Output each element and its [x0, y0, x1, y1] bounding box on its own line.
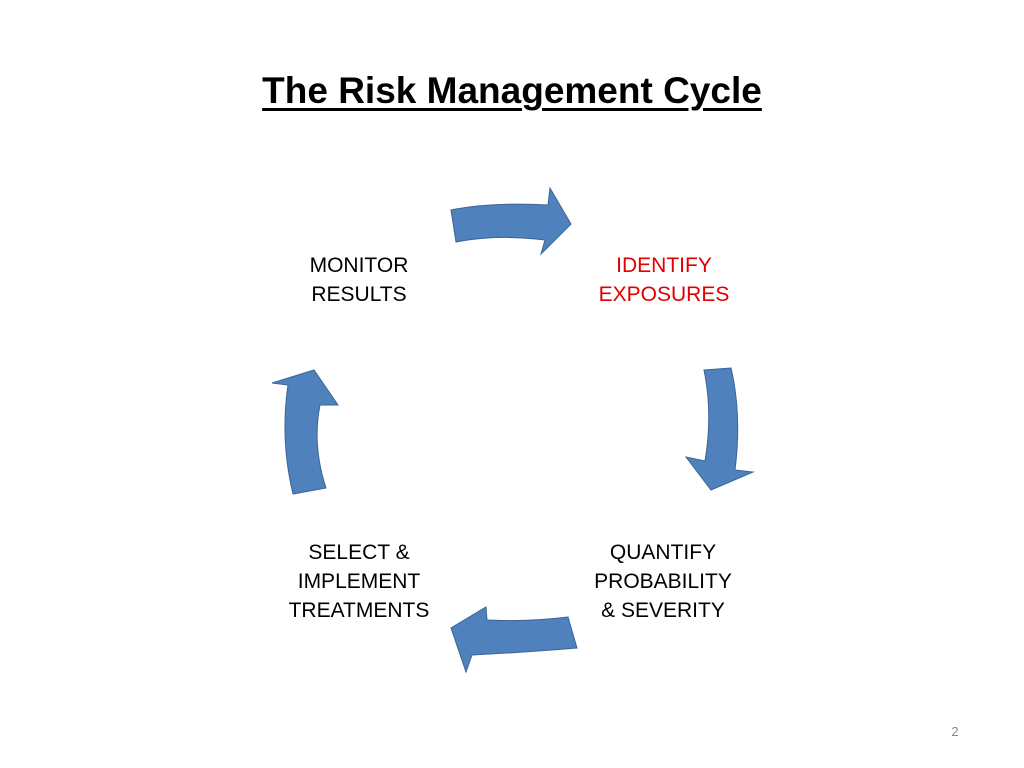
- step-label-line: IDENTIFY: [616, 254, 712, 277]
- arrow-to-monitor: [271, 369, 339, 495]
- step-label-line: QUANTIFY: [609, 541, 717, 564]
- arrow-to-quantify: [684, 367, 755, 491]
- step-label-line: RESULTS: [311, 283, 407, 306]
- arrow-to-identify: [450, 186, 572, 256]
- step-identify-exposures: IDENTIFY EXPOSURES: [564, 251, 764, 309]
- slide-title: The Risk Management Cycle: [262, 70, 762, 111]
- step-label-line: PROBABILITY: [594, 570, 732, 593]
- step-label-line: MONITOR: [309, 254, 409, 277]
- step-quantify-probability-severity: QUANTIFY PROBABILITY & SEVERITY: [563, 538, 763, 625]
- step-label-line: & SEVERITY: [601, 599, 725, 622]
- arrow-to-select: [450, 606, 578, 674]
- step-select-implement-treatments: SELECT & IMPLEMENT TREATMENTS: [259, 538, 459, 625]
- step-label-line: IMPLEMENT: [297, 570, 421, 593]
- slide-number: 2: [951, 724, 959, 739]
- step-label-line: EXPOSURES: [598, 283, 730, 306]
- step-monitor-results: MONITOR RESULTS: [259, 251, 459, 309]
- step-label-line: SELECT &: [308, 541, 410, 564]
- step-label-line: TREATMENTS: [288, 599, 430, 622]
